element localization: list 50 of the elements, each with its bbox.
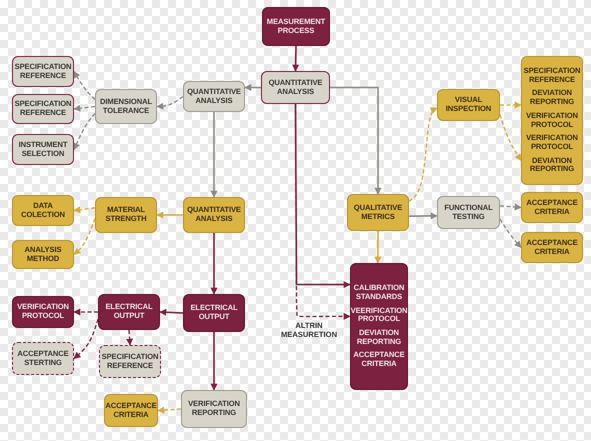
arrow [210, 332, 218, 391]
process-box [95, 89, 157, 124]
arrow [500, 204, 522, 210]
process-box [98, 294, 160, 330]
process-box [12, 56, 74, 87]
process-box [12, 94, 74, 124]
process-box [347, 194, 409, 231]
process-box [99, 345, 161, 378]
process-box [12, 240, 74, 269]
arrow [374, 231, 382, 264]
arrow [73, 104, 96, 112]
process-box [437, 89, 500, 121]
process-box [12, 342, 74, 375]
process-box [261, 71, 330, 104]
process-box [12, 296, 74, 328]
arrow [210, 112, 218, 198]
arrow [157, 406, 182, 414]
list-box [350, 263, 408, 390]
process-box [181, 390, 247, 428]
arrow [408, 107, 438, 202]
arrow [210, 233, 218, 295]
arrow [156, 212, 183, 218]
list-box [521, 56, 583, 185]
arrow [499, 218, 522, 248]
process-box [183, 294, 245, 332]
arrow [73, 113, 96, 150]
arrow [73, 308, 98, 316]
arrow [73, 70, 96, 100]
process-box [262, 7, 330, 46]
process-box [12, 134, 74, 165]
arrow [73, 206, 96, 214]
process-box [521, 232, 583, 263]
arrow [156, 96, 184, 110]
process-box [183, 81, 245, 112]
process-box [521, 192, 583, 223]
process-box [104, 394, 158, 427]
arrow [408, 212, 438, 220]
process-box [95, 197, 157, 233]
arrow [499, 114, 522, 162]
process-box [437, 196, 500, 229]
process-box [183, 197, 245, 233]
arrow [73, 319, 99, 359]
arrow [126, 330, 134, 346]
arrow [73, 218, 96, 255]
arrow [500, 102, 522, 109]
arrow [330, 86, 382, 195]
process-box [12, 195, 74, 226]
arrow [244, 84, 261, 91]
arrow [292, 46, 300, 72]
arrow [159, 308, 184, 316]
